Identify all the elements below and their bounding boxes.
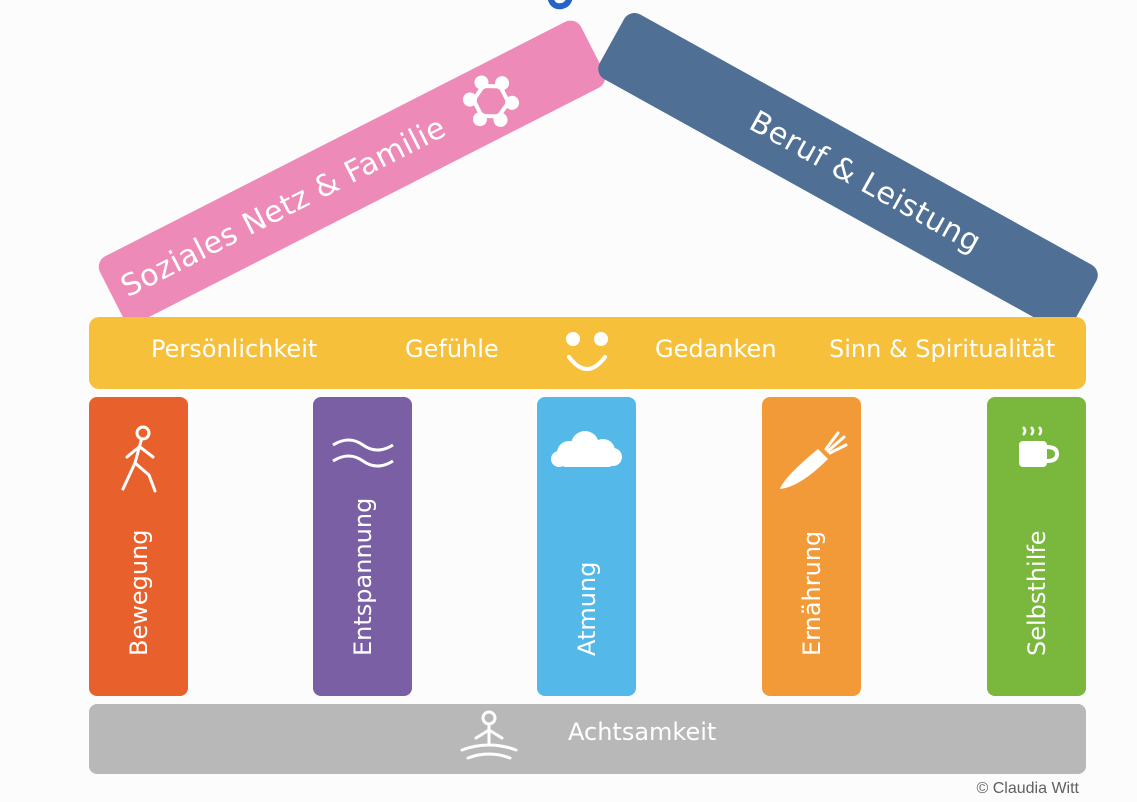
pillar-bewegung: Bewegung (89, 397, 188, 696)
walking-person-icon (121, 425, 157, 493)
beam-item-thoughts: Gedanken (655, 335, 777, 363)
beam-personality: Persönlichkeit Gefühle Gedanken Sinn & S… (89, 317, 1086, 389)
roof-career: Beruf & Leistung (593, 8, 1103, 336)
network-icon (462, 75, 519, 127)
roof-social-network: Soziales Netz & Familie (94, 16, 610, 328)
meditation-icon (460, 710, 518, 760)
coffee-cup-icon (1019, 426, 1060, 467)
carrot-icon (780, 431, 848, 489)
pillar-atmung: Atmung (537, 397, 636, 696)
cloud-icon (551, 431, 622, 467)
pillar-entspannung: Entspannung (313, 397, 412, 696)
base-label: Achtsamkeit (568, 718, 717, 746)
pillar-selbsthilfe: Selbsthilfe (987, 397, 1086, 696)
title-fragment (547, 0, 573, 10)
pillar-label-selbsthilfe: Selbsthilfe (1023, 530, 1051, 656)
copyright-text: © Claudia Witt (976, 780, 1079, 797)
pillar-label-bewegung: Bewegung (125, 529, 153, 656)
roof-right-label: Beruf & Leistung (743, 103, 988, 260)
beam-item-meaning: Sinn & Spiritualität (829, 335, 1056, 363)
smiley-icon (566, 332, 608, 371)
pillar-label-atmung: Atmung (573, 561, 601, 656)
beam-item-personality: Persönlichkeit (151, 335, 318, 363)
roof-left-label: Soziales Netz & Familie (115, 109, 452, 305)
pillar-label-ernaehrung: Ernährung (798, 530, 826, 656)
base-mindfulness (89, 704, 1086, 774)
beam-item-feelings: Gefühle (405, 335, 499, 363)
pillar-label-entspannung: Entspannung (349, 497, 377, 656)
pillar-ernaehrung: Ernährung (762, 397, 861, 696)
waves-icon (332, 438, 394, 468)
